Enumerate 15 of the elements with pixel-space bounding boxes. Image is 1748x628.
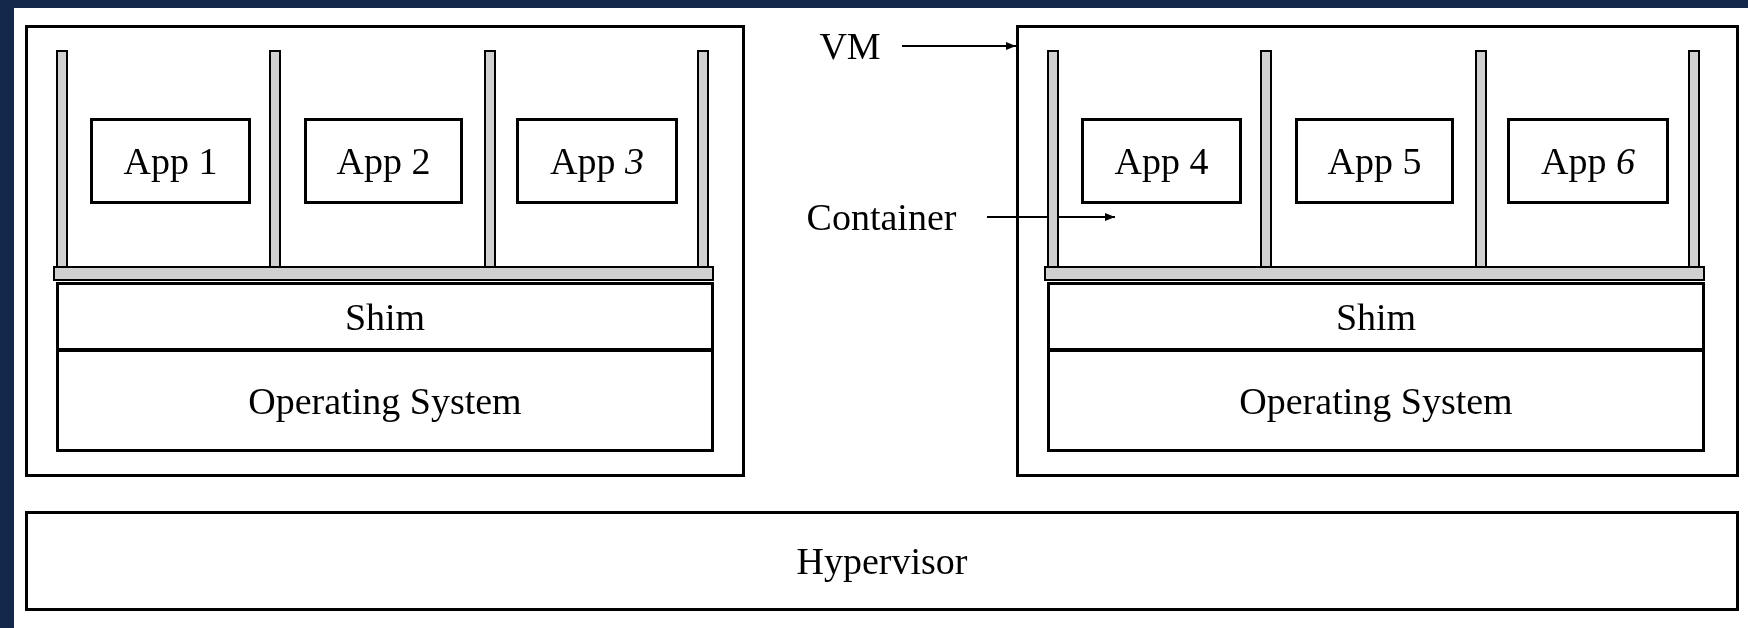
os-layer: Operating System bbox=[56, 349, 714, 452]
vm-box bbox=[25, 25, 745, 477]
leader-arrow bbox=[986, 213, 1116, 221]
app-box: App 3 bbox=[516, 118, 678, 204]
vm-label: VM bbox=[800, 22, 900, 70]
hypervisor-layer: Hypervisor bbox=[25, 511, 1739, 611]
app-box: App 2 bbox=[304, 118, 463, 204]
leader-arrow bbox=[901, 42, 1017, 50]
os-layer: Operating System bbox=[1047, 349, 1705, 452]
app-box: App 5 bbox=[1295, 118, 1454, 204]
app-box: App 1 bbox=[90, 118, 251, 204]
vm-box bbox=[1016, 25, 1739, 477]
app-box: App 6 bbox=[1507, 118, 1669, 204]
container-label: Container bbox=[778, 194, 985, 240]
app-box: App 4 bbox=[1081, 118, 1242, 204]
